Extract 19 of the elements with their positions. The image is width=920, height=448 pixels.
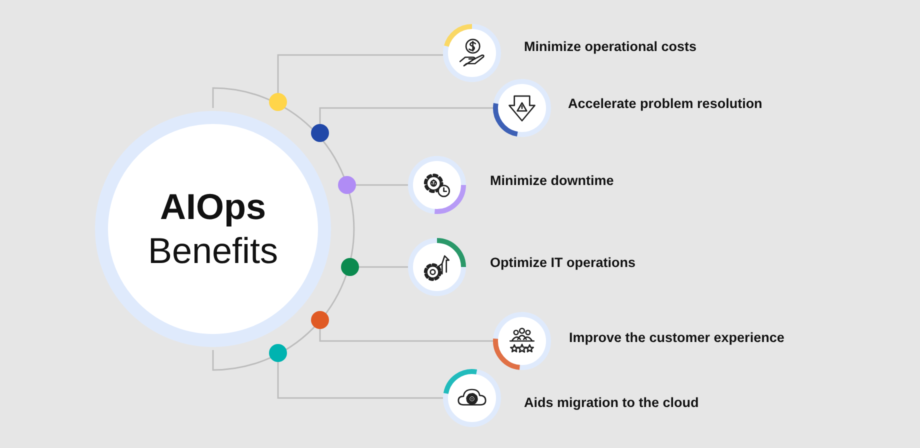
icon-circle (493, 79, 551, 137)
benefit-text: Accelerate problem resolution (568, 96, 762, 111)
benefit-text: Optimize IT operations (490, 255, 636, 270)
connector-line (269, 54, 443, 111)
connector-line (338, 176, 408, 194)
benefit-text: Minimize downtime (490, 173, 614, 188)
connector-line (311, 107, 493, 142)
benefit-text: Aids migration to the cloud (524, 395, 699, 410)
icon-circle (408, 238, 466, 296)
hub-title: AIOps Benefits (146, 185, 280, 273)
connector-line (311, 311, 493, 342)
icon-circle (493, 312, 551, 370)
connector-line (269, 344, 443, 399)
connector-line (341, 258, 408, 276)
icon-circle (408, 156, 466, 214)
icon-circle (443, 24, 501, 82)
icon-circle (443, 369, 501, 427)
benefit-text: Improve the customer experience (569, 330, 784, 345)
benefit-text: Minimize operational costs (524, 39, 697, 54)
